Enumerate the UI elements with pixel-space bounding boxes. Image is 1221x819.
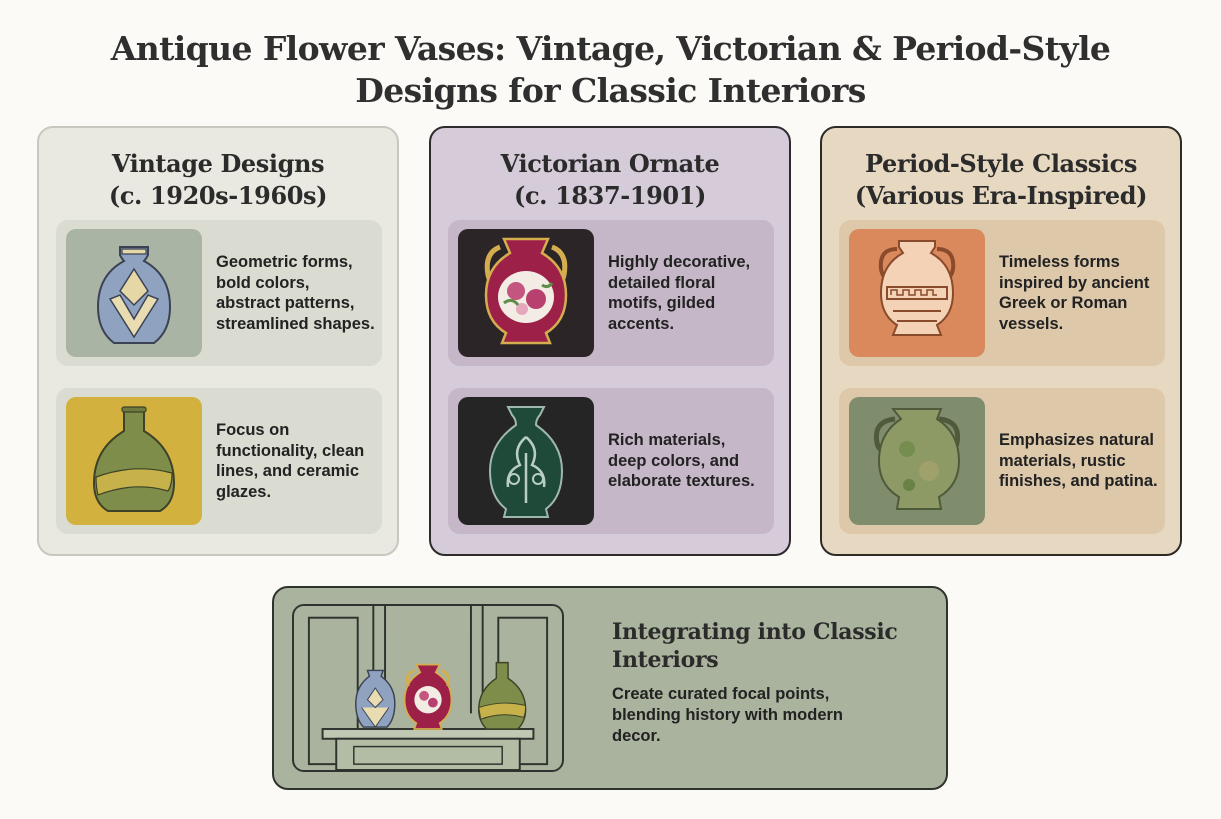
card-description: Emphasizes natural materials, rustic fin…: [999, 431, 1158, 491]
mid-century-vase-icon: [66, 397, 202, 525]
art-deco-vase-icon: [66, 229, 202, 357]
page-title-line-1: Antique Flower Vases: Vintage, Victorian…: [110, 29, 1111, 68]
card-art-deco: Geometric forms, bold colors, abstract p…: [56, 220, 382, 366]
card-description: Highly decorative, detailed floral motif…: [608, 253, 751, 333]
panel-heading-line-1: Vintage Designs: [111, 149, 325, 178]
card-description: Rich materials, deep colors, and elabora…: [608, 431, 755, 491]
panel-heading: Victorian Ornate (c. 1837-1901): [431, 148, 789, 212]
panel-integrating-interiors: Integrating into Classic Interiors Creat…: [272, 586, 948, 790]
card-description: Timeless forms inspired by ancient Greek…: [999, 253, 1150, 333]
mantel-vases-scene-icon: [292, 604, 564, 772]
panel-vintage-designs: Vintage Designs (c. 1920s-1960s) Geometr…: [37, 126, 399, 556]
bottom-heading-line-1: Integrating into Classic: [612, 619, 898, 645]
rustic-urn-icon: [849, 397, 985, 525]
greek-amphora-icon: [849, 229, 985, 357]
card-mid-century: Focus on functionality, clean lines, and…: [56, 388, 382, 534]
card-green-glass: Rich materials, deep colors, and elabora…: [448, 388, 774, 534]
green-glass-vase-icon: [458, 397, 594, 525]
bottom-description: Create curated focal points, blending hi…: [612, 685, 843, 745]
page-title: Antique Flower Vases: Vintage, Victorian…: [60, 28, 1161, 112]
bottom-heading-line-2: Interiors: [612, 647, 719, 673]
page-title-line-2: Designs for Classic Interiors: [355, 71, 866, 110]
bottom-heading: Integrating into Classic Interiors: [612, 618, 932, 674]
panel-heading-line-2: (Various Era-Inspired): [854, 181, 1148, 210]
card-floral-porcelain: Highly decorative, detailed floral motif…: [448, 220, 774, 366]
card-description: Geometric forms, bold colors, abstract p…: [216, 253, 375, 333]
card-description: Focus on functionality, clean lines, and…: [216, 421, 365, 501]
card-greek-amphora: Timeless forms inspired by ancient Greek…: [839, 220, 1165, 366]
panel-period-style-classics: Period-Style Classics (Various Era-Inspi…: [820, 126, 1182, 556]
floral-porcelain-vase-icon: [458, 229, 594, 357]
panel-heading: Vintage Designs (c. 1920s-1960s): [39, 148, 397, 212]
panel-heading-line-1: Victorian Ornate: [500, 149, 720, 178]
panel-victorian-ornate: Victorian Ornate (c. 1837-1901) Highly d…: [429, 126, 791, 556]
panel-heading-line-2: (c. 1920s-1960s): [108, 181, 328, 210]
panel-heading-line-1: Period-Style Classics: [865, 149, 1137, 178]
panel-heading: Period-Style Classics (Various Era-Inspi…: [822, 148, 1180, 212]
panel-heading-line-2: (c. 1837-1901): [514, 181, 706, 210]
card-rustic-urn: Emphasizes natural materials, rustic fin…: [839, 388, 1165, 534]
